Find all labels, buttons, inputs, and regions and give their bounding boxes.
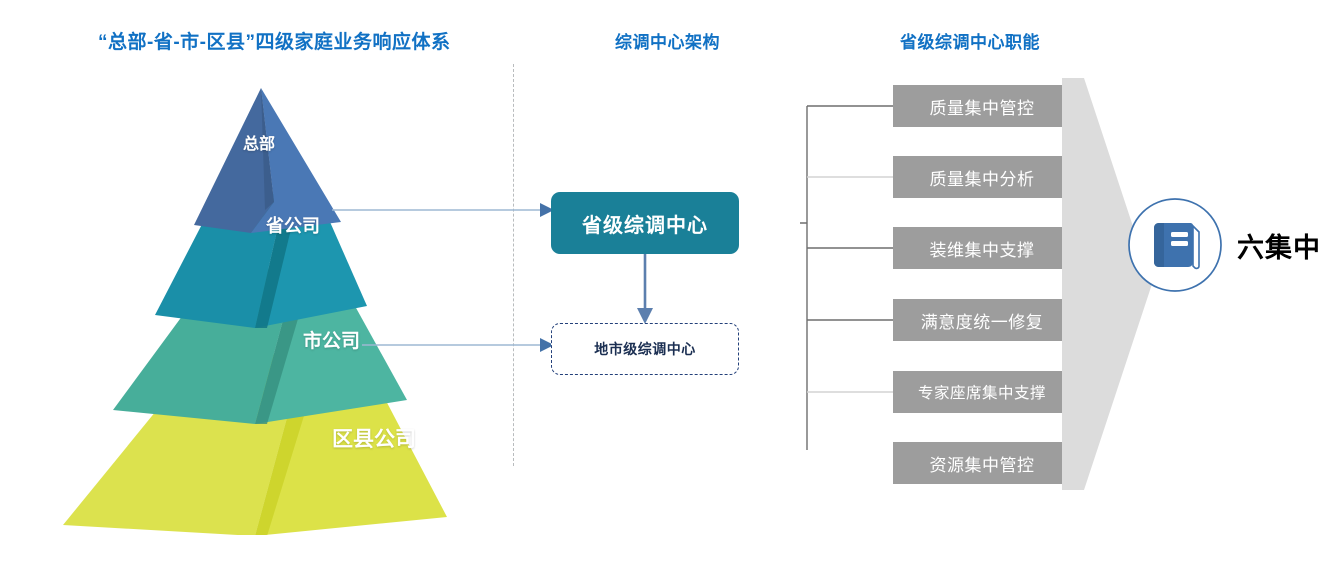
pyramid-level-province [155,190,367,328]
arrow-city-to-center [362,338,554,352]
pyramid-level-hq [194,88,341,233]
pyramid-column-title: “总部-省-市-区县”四级家庭业务响应体系 [98,32,451,53]
city-center-box[interactable]: 地市级综调中心 [551,323,739,375]
four-level-pyramid [63,88,447,535]
pyramid-label-hq: 总部 [243,136,276,153]
function-bar[interactable]: 专家座席集中支撑 [893,371,1071,413]
pyramid-label-city: 市公司 [303,331,361,352]
book-icon [1154,223,1200,270]
pyramid-label-district: 区县公司 [332,428,416,451]
function-bar[interactable]: 质量集中管控 [893,85,1071,127]
pyramid-label-province: 省公司 [266,216,320,236]
functions-bracket [800,105,895,450]
six-centralization-badge[interactable] [1126,196,1224,294]
architecture-column-title: 综调中心架构 [615,33,720,52]
function-bar[interactable]: 质量集中分析 [893,156,1071,198]
arrow-province-to-city [637,252,653,324]
province-center-box[interactable]: 省级综调中心 [551,192,739,254]
summary-wedge-arrow [1062,78,1152,490]
arrow-province-to-center [332,203,554,217]
section-divider [513,64,514,466]
function-bar[interactable]: 满意度统一修复 [893,299,1071,341]
six-centralization-label: 六集中 [1237,233,1321,263]
functions-column-title: 省级综调中心职能 [900,33,1040,52]
function-bar[interactable]: 装维集中支撑 [893,227,1071,269]
function-bar[interactable]: 资源集中管控 [893,442,1071,484]
